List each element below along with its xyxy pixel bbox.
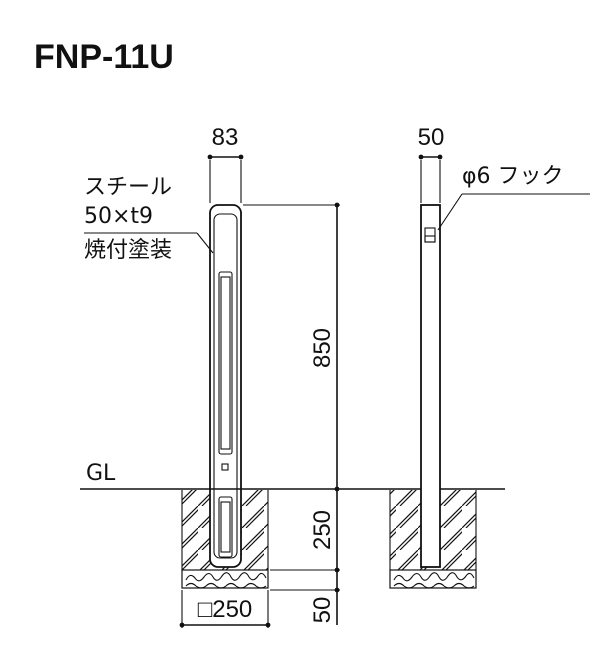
height-dimension-value: 850 xyxy=(309,328,336,368)
footing-dimension-value: □250 xyxy=(198,596,253,623)
front-vertical-dimensions: 850 250 50 xyxy=(243,202,340,625)
footing-dimension: □250 xyxy=(179,590,271,628)
front-width-value: 83 xyxy=(212,124,239,151)
side-view: 50 φ6 フック xyxy=(389,124,590,589)
material-line-2: 50×t9 xyxy=(84,204,153,229)
ground-label: GL xyxy=(86,461,116,486)
material-line-1: スチール xyxy=(84,175,172,200)
embed-dimension-value: 250 xyxy=(309,510,336,550)
side-post xyxy=(420,204,441,568)
hook-label-text: φ6 フック xyxy=(462,164,564,189)
side-width-dimension: 50 xyxy=(418,124,445,203)
gravel-dimension-value: 50 xyxy=(309,597,336,624)
ground-line: GL xyxy=(80,461,505,490)
hook-label: φ6 フック xyxy=(437,164,590,231)
front-gravel-layer xyxy=(181,569,269,589)
side-width-value: 50 xyxy=(418,124,445,151)
front-width-dimension: 83 xyxy=(207,124,244,203)
drawing-title: FNP-11U xyxy=(34,38,174,76)
front-post xyxy=(209,204,242,568)
side-gravel-layer xyxy=(389,569,477,589)
material-line-3: 焼付塗装 xyxy=(84,238,172,263)
front-view: 83 スチール 50×t9 焼付塗装 GL 850 250 50 xyxy=(80,124,505,628)
material-label: スチール 50×t9 焼付塗装 xyxy=(84,175,214,263)
